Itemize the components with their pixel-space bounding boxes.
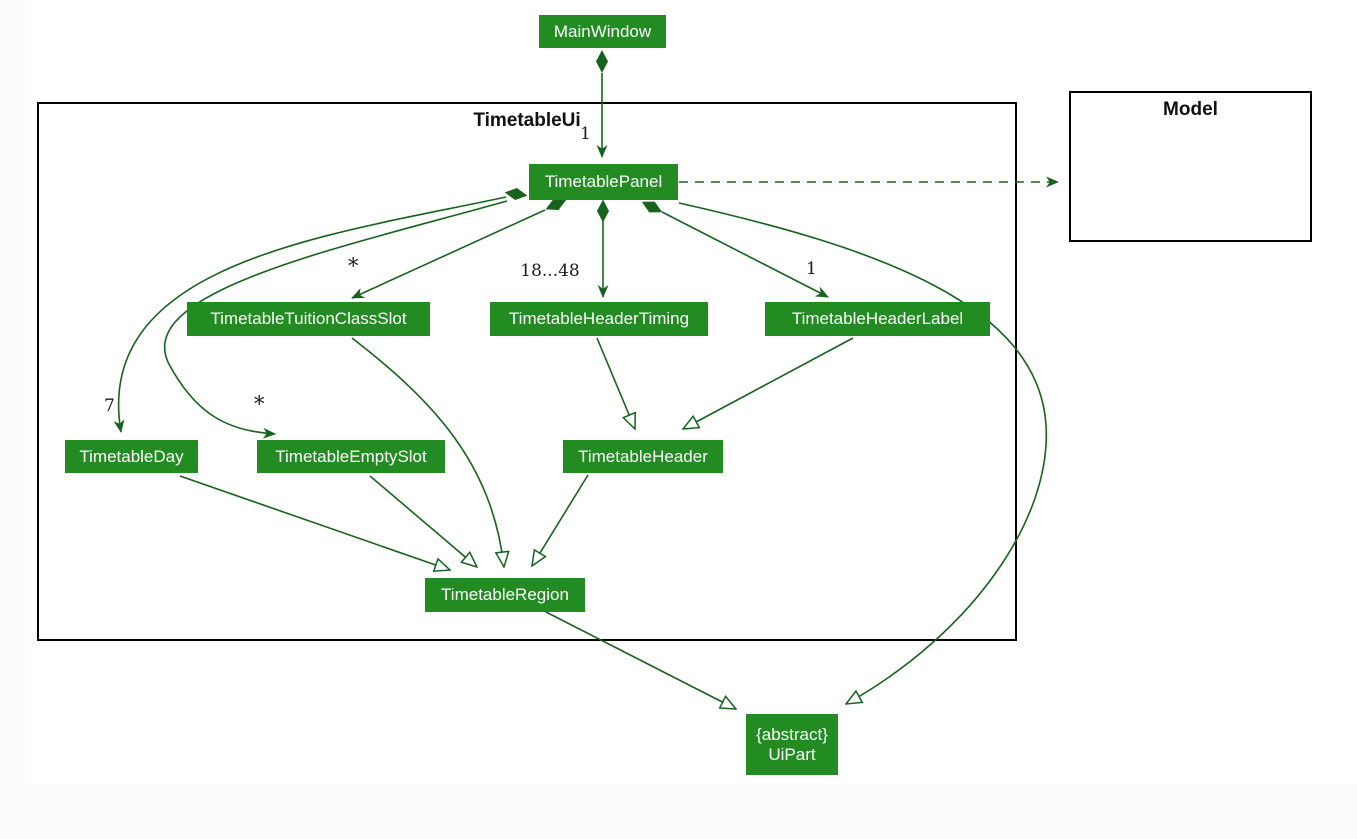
page-margin-bottom — [0, 785, 1357, 839]
class-timetableemptyslot: TimetableEmptySlot — [257, 440, 445, 473]
class-timetabletuitionclassslot: TimetableTuitionClassSlot — [187, 302, 430, 336]
multiplicity-panel-day: 7 — [104, 396, 115, 416]
class-timetableday: TimetableDay — [65, 440, 198, 473]
multiplicity-panel-tuition: * — [348, 254, 359, 278]
page-margin-left — [0, 0, 25, 785]
class-mainwindow: MainWindow — [539, 15, 666, 48]
multiplicity-main-panel: 1 — [580, 124, 591, 144]
multiplicity-panel-timing: 18...48 — [520, 261, 580, 281]
package-timetable-ui-label: TimetableUi — [473, 110, 581, 131]
class-timetablepanel: TimetablePanel — [529, 164, 678, 200]
class-timetableregion: TimetableRegion — [425, 578, 585, 612]
multiplicity-panel-empty: * — [254, 392, 265, 416]
package-model: Model — [1069, 91, 1312, 242]
diamond-mainwindow — [596, 50, 608, 73]
class-uipart-abstract: {abstract} UiPart — [746, 714, 838, 775]
package-timetable-ui: TimetableUi — [37, 102, 1017, 641]
package-model-label: Model — [1163, 99, 1218, 120]
class-timetableheader: TimetableHeader — [563, 440, 723, 473]
class-timetableheadertiming: TimetableHeaderTiming — [490, 302, 708, 336]
class-timetableheaderlabel: TimetableHeaderLabel — [765, 302, 990, 336]
multiplicity-panel-headerlabel: 1 — [806, 259, 817, 279]
